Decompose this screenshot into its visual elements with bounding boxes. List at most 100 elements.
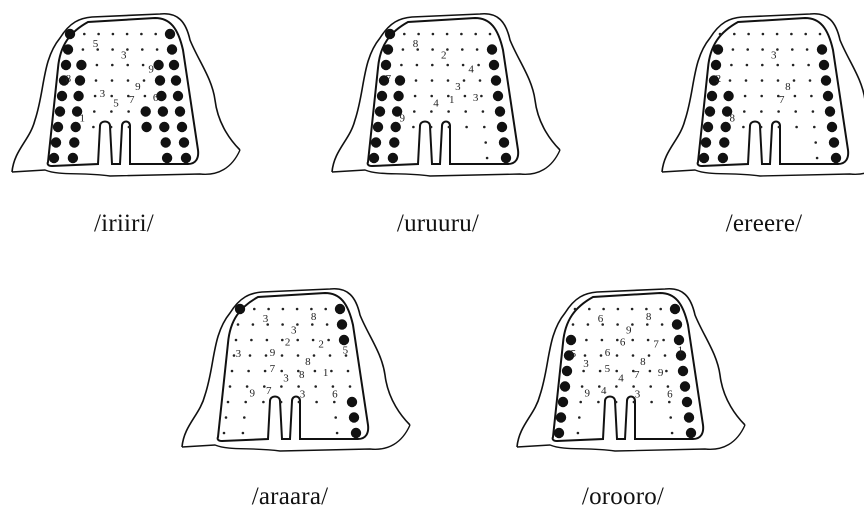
panel-label: /araara/ [252,483,329,511]
electrode-dot [777,110,780,113]
frequency-numeral: 3 [283,372,289,384]
electrode-dot [315,401,318,404]
electrode-dot [729,79,732,82]
frequency-numeral: 3 [635,388,641,400]
contact-electrode [670,304,680,314]
electrode-dot [247,370,250,373]
electrode-dot [597,401,600,404]
electrode-dot [650,401,653,404]
electrode-dot [262,401,265,404]
electrode-dot [110,110,113,113]
contact-electrode [718,153,728,163]
electrode-dot [96,64,99,67]
electrode-dot [777,79,780,82]
contact-electrode [155,75,165,85]
contact-electrode [499,137,509,147]
contact-electrode [51,137,61,147]
electrode-dot [128,126,131,129]
contact-electrode [556,412,566,422]
frequency-numeral: 8 [413,38,419,50]
frequency-numeral: 2 [441,50,447,62]
frequency-numeral: 6 [605,347,611,359]
frequency-numeral: 2 [285,337,291,349]
electrode-dot [486,157,489,160]
electrode-dot [572,323,575,326]
frequency-numeral: 6 [667,388,673,400]
frequency-numeral: 5 [113,97,119,109]
electrode-dot [431,79,434,82]
electrode-dot [477,64,480,67]
electrode-dot [761,79,764,82]
electrode-dot [126,33,129,36]
contact-electrode [69,137,79,147]
contact-electrode [493,91,503,101]
electrode-dot [489,33,492,36]
frequency-numeral: 3 [455,81,461,93]
electrode-dot [329,354,332,357]
electrode-dot [791,48,794,51]
electrode-dot [482,110,485,113]
electrode-dot [806,48,809,51]
palate-diagram: 88372 [650,0,864,200]
frequency-numeral: 3 [300,388,306,400]
electrode-dot [733,33,736,36]
frequency-numeral: 7 [779,94,785,106]
frequency-numeral: 6 [620,337,626,349]
electrode-dot [403,33,406,36]
electrode-dot [156,48,159,51]
electrode-dot [647,339,650,342]
electrode-dot [225,416,228,419]
electrode-dot [227,401,230,404]
contact-electrode [823,91,833,101]
electrode-dot [816,157,819,160]
contact-electrode [162,153,172,163]
frequency-numeral: 5 [343,345,349,357]
frequency-numeral: 9 [585,388,591,400]
palate-contour [218,293,369,441]
electrode-dot [280,401,283,404]
contact-electrode [175,106,185,116]
electrode-dot [744,95,747,98]
electrode-dot [615,401,618,404]
palatogram-ereere: 88372 /ereere/ [650,0,864,200]
electrode-dot [448,126,451,129]
frequency-numeral: 8 [785,81,791,93]
electrode-dot [484,141,487,144]
contact-electrode [821,75,831,85]
contact-electrode [381,60,391,70]
contact-electrode [829,137,839,147]
frequency-numeral: 3 [583,358,589,370]
electrode-dot [742,126,745,129]
electrode-dot [447,79,450,82]
frequency-numeral: 1 [449,94,455,106]
contact-electrode [395,75,405,85]
electrode-dot [249,354,252,357]
electrode-dot [412,126,415,129]
frequency-numeral: 9 [270,347,276,359]
electrode-dot [632,354,635,357]
contact-electrode [819,60,829,70]
electrode-dot [243,416,246,419]
frequency-numeral: 8 [299,369,305,381]
electrode-dot [602,308,605,311]
frequency-numeral: 8 [730,113,736,125]
electrode-dot [93,110,96,113]
frequency-numeral: 3 [236,348,242,360]
electrode-dot [265,354,268,357]
contact-electrode [686,428,696,438]
electrode-dot [776,64,779,67]
electrode-dot [296,339,299,342]
electrode-dot [142,64,145,67]
electrode-dot [659,308,662,311]
frequency-numeral: 3 [473,92,479,104]
electrode-dot [267,308,270,311]
contact-electrode [369,153,379,163]
contact-electrode [489,60,499,70]
electrode-dot [579,401,582,404]
contact-electrode [705,106,715,116]
contact-electrode [61,60,71,70]
contact-electrode [349,412,359,422]
contact-electrode [827,122,837,132]
frequency-numeral: 9 [135,81,141,93]
electrode-dot [761,48,764,51]
